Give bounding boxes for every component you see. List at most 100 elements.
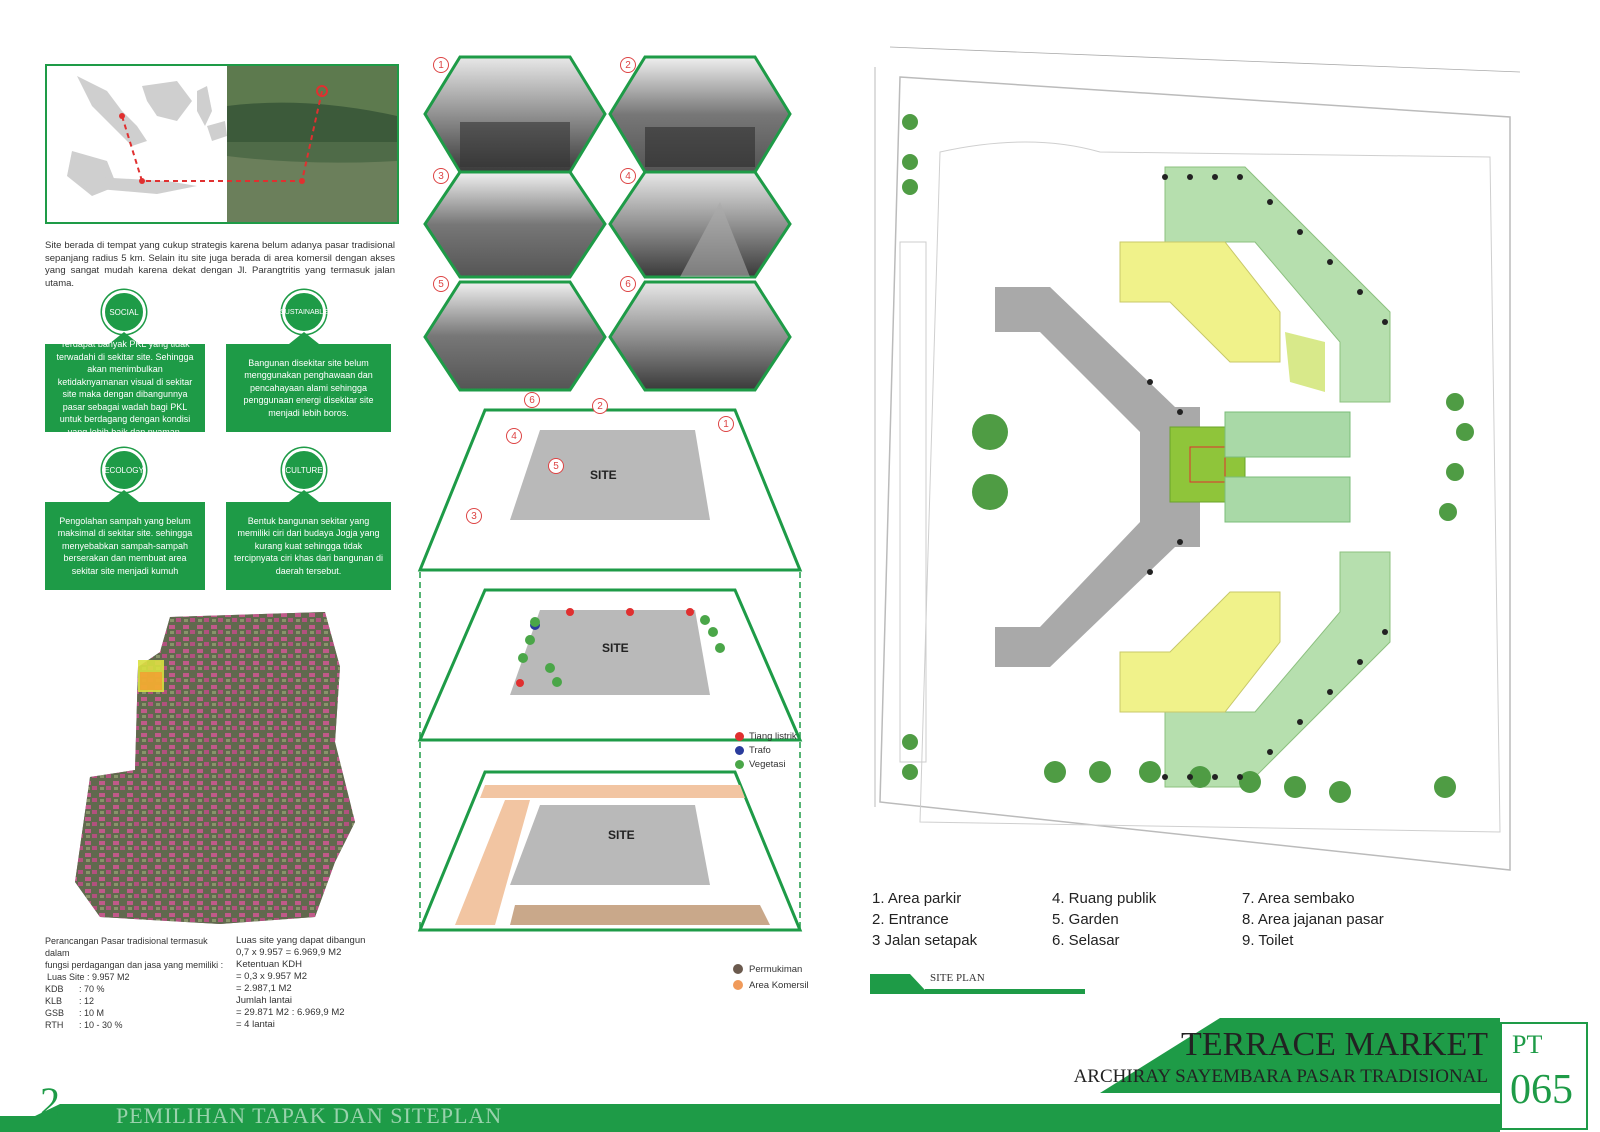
stats-val: : 10 - 30 %: [79, 1020, 123, 1030]
landuse-legend: Permukiman Area Komersil: [733, 962, 809, 994]
stats-val: : 10 M: [79, 1008, 105, 1018]
stats-left: Perancangan Pasar tradisional termasuk d…: [45, 935, 230, 1031]
photo-6: [608, 280, 792, 392]
ecology-card: Pengolahan sampah yang belum maksimal di…: [45, 502, 205, 590]
legend-row: Tiang listrik: [735, 730, 797, 744]
culture-tag: CULTURE: [282, 448, 326, 492]
stats-key: KDB: [45, 984, 64, 994]
legend-row: Area Komersil: [733, 978, 809, 994]
legend-col: 7. Area sembako 8. Area jajanan pasar 9.…: [1242, 888, 1442, 951]
map-pin: 3: [466, 508, 482, 524]
photo-number: 5: [433, 276, 449, 292]
site-photos: [423, 55, 792, 392]
siteplan-label: SITE PLAN: [930, 972, 985, 984]
site-label-2: SITE: [602, 641, 629, 655]
photo-number: 2: [620, 57, 636, 73]
stats-line: Jumlah lantai: [236, 995, 292, 1006]
project-title: TERRACE MARKET: [1181, 1026, 1488, 1063]
stats-key: RTH: [45, 1020, 64, 1030]
photo-2: [608, 55, 792, 174]
stats-val: : 12: [79, 996, 95, 1006]
stats-key: KLB: [45, 996, 63, 1006]
stats-row: RTH : 10 - 30 %: [45, 1019, 230, 1031]
intro-text: Site berada di tempat yang cukup strateg…: [45, 240, 395, 289]
legend-entry: 2. Entrance: [872, 911, 949, 928]
sustainable-pointer: [289, 332, 319, 344]
page-title: PEMILIHAN TAPAK DAN SITEPLAN: [116, 1103, 503, 1128]
stats-line: fungsi perdagangan dan jasa yang memilik…: [45, 960, 224, 970]
transformer-icon: [735, 745, 744, 755]
legend-entry: 7. Area sembako: [1242, 890, 1355, 907]
map-pin: 4: [506, 428, 522, 444]
photo-3: [423, 170, 607, 279]
code-prefix: PT: [1512, 1030, 1543, 1059]
social-pointer: [109, 332, 139, 344]
siteplan-label-bar: [870, 974, 1085, 994]
legend-entry: 5. Garden: [1052, 911, 1119, 928]
page-number: 2: [40, 1079, 60, 1124]
project-subtitle: ARCHIRAY SAYEMBARA PASAR TRADISIONAL: [1073, 1066, 1488, 1087]
social-card: Terdapat banyak PKL yang tidak terwadahi…: [45, 339, 205, 437]
stats-line: Luas site yang dapat dibangun: [236, 935, 366, 946]
ecology-tag: ECOLOGY: [102, 448, 146, 492]
aerial-map-svg: [75, 612, 355, 924]
stats-row: GSB : 10 M: [45, 1007, 230, 1019]
photo-number: 1: [433, 57, 449, 73]
map-pin: 5: [548, 458, 564, 474]
aerial-map: [70, 612, 370, 927]
stats-key: GSB: [45, 1008, 65, 1018]
stats-line: Perancangan Pasar tradisional termasuk d…: [45, 936, 208, 958]
legend-entry: 3 Jalan setapak: [872, 932, 978, 949]
legend-entry: 8. Area jajanan pasar: [1242, 911, 1384, 928]
legend-col: 1. Area parkir 2. Entrance 3 Jalan setap…: [872, 888, 1042, 951]
commercial-swatch: [733, 980, 743, 991]
sustainable-tag: SUSTAINABLE: [280, 290, 328, 334]
stats-row: KDB : 70 %: [45, 983, 230, 995]
title-band: [0, 1018, 1500, 1132]
indonesia-map-svg: [67, 66, 397, 222]
photo-5: [423, 280, 607, 392]
tree-icon: [735, 759, 744, 769]
legend-entry: 9. Toilet: [1242, 932, 1294, 949]
legend-row: Permukiman: [733, 962, 809, 978]
code-number: 065: [1510, 1067, 1573, 1113]
map-pin: 6: [524, 392, 540, 408]
legend-label: Tiang listrik: [749, 731, 797, 742]
map-pin: 1: [718, 416, 734, 432]
legend-label: Permukiman: [749, 964, 803, 975]
stats-line: = 29.871 M2 : 6.969,9 M2: [236, 1007, 345, 1018]
site-label-3: SITE: [608, 828, 635, 842]
stats-row: KLB : 12: [45, 995, 230, 1007]
site-analysis-diagrams: [417, 408, 803, 932]
location-map: [45, 64, 399, 224]
legend-entry: 6. Selasar: [1052, 932, 1120, 949]
legend-entry: 4. Ruang publik: [1052, 890, 1157, 907]
legend-col: 4. Ruang publik 5. Garden 6. Selasar: [1052, 888, 1232, 951]
photo-4: [608, 170, 792, 279]
culture-pointer: [289, 490, 319, 502]
stats-val: : 70 %: [79, 984, 105, 994]
site-label-1: SITE: [590, 468, 617, 482]
legend-entry: 1. Area parkir: [872, 890, 962, 907]
legend-row: Trafo: [735, 744, 797, 758]
stats-right: Luas site yang dapat dibangun 0,7 x 9.95…: [236, 935, 396, 1031]
photo-number: 6: [620, 276, 636, 292]
site-plan: [874, 46, 1521, 871]
legend-row: Vegetasi: [735, 758, 797, 772]
stats-line: = 2.987,1 M2: [236, 983, 292, 994]
code-box: PT 065: [1500, 1022, 1588, 1130]
ecology-pointer: [109, 490, 139, 502]
sustainable-card: Bangunan disekitar site belum menggunaka…: [226, 344, 391, 432]
legend-label: Trafo: [749, 745, 771, 756]
stats-line: Ketentuan KDH: [236, 959, 303, 970]
stats-line: Luas Site : 9.957 M2: [47, 972, 130, 982]
photo-1: [423, 55, 607, 174]
photo-number: 4: [620, 168, 636, 184]
social-tag: SOCIAL: [102, 290, 146, 334]
culture-card: Bentuk bangunan sekitar yang memiliki ci…: [226, 502, 391, 590]
settlement-swatch: [733, 964, 743, 975]
stats-line: 0,7 x 9.957 = 6.969,9 M2: [236, 947, 342, 958]
map-pin: 2: [592, 398, 608, 414]
photo-number: 3: [433, 168, 449, 184]
stats-line: = 4 lantai: [236, 1019, 275, 1030]
